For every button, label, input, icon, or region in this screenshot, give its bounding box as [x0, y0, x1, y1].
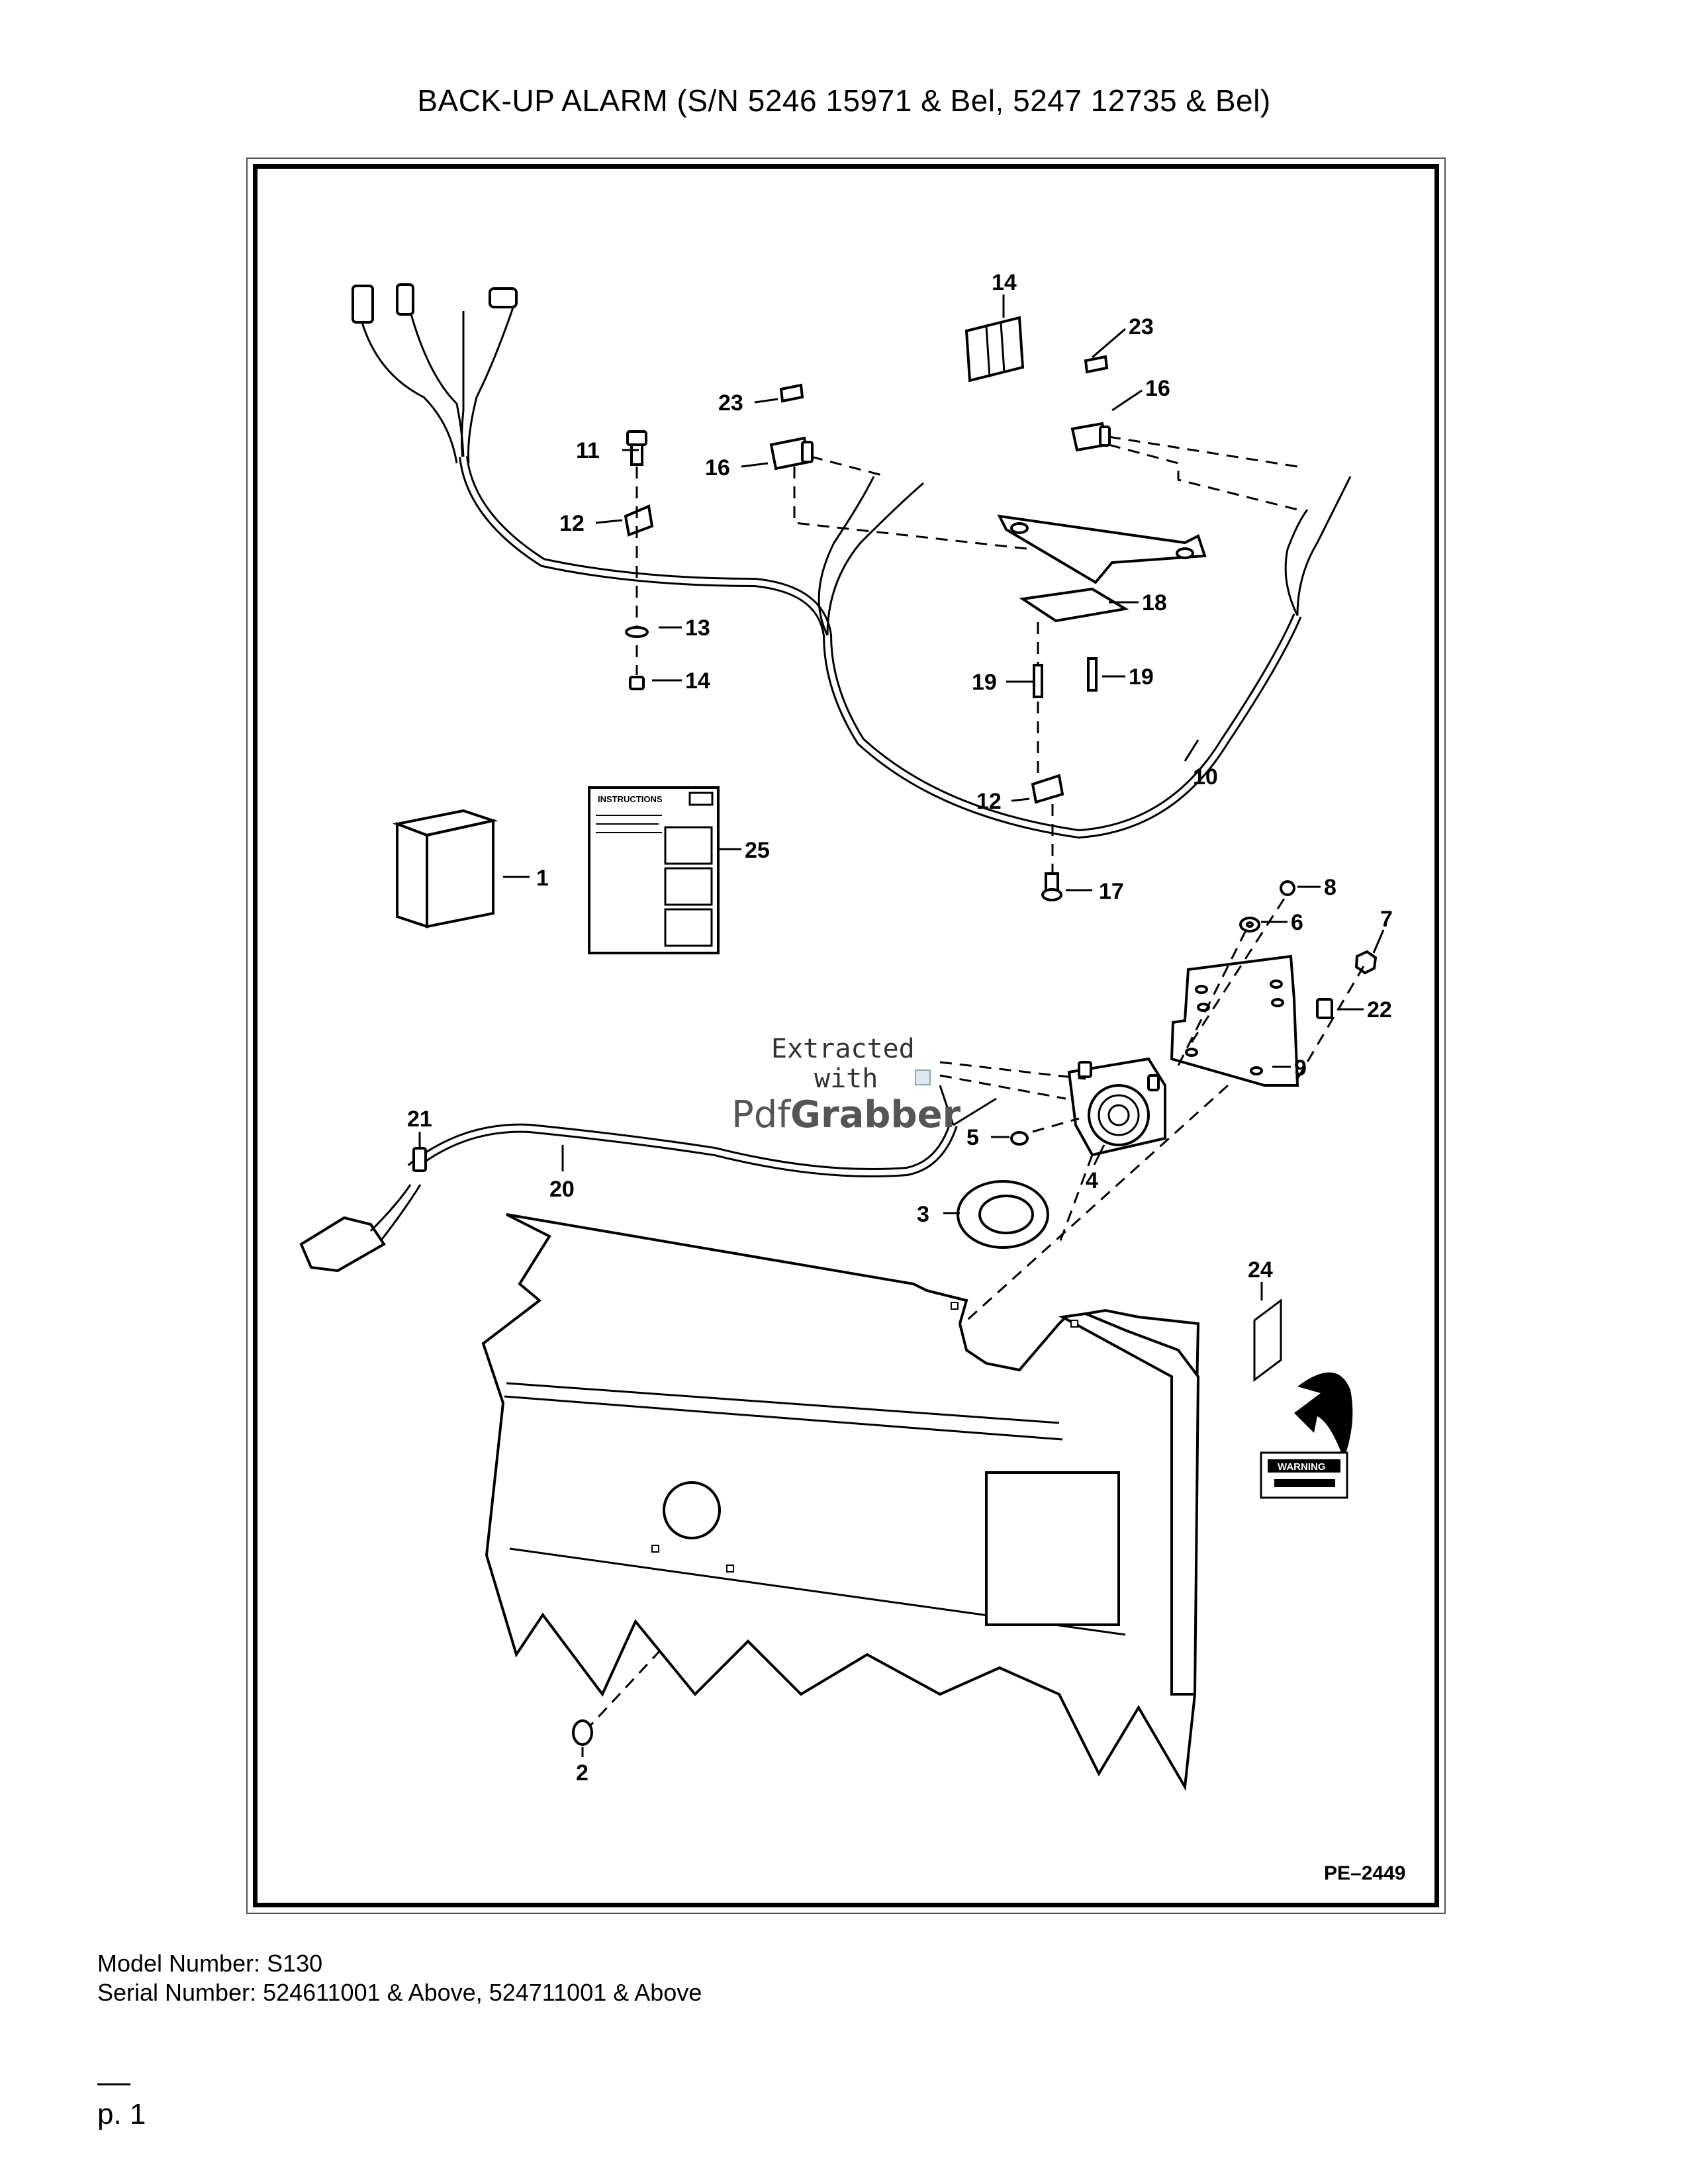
- harness-connector-c: [489, 287, 518, 308]
- machine-rear-panel: [481, 1213, 1200, 1792]
- watermark-extracted: Extracted: [771, 1034, 915, 1064]
- callout-19-right: 19: [1129, 664, 1154, 690]
- callout-12-top: 12: [559, 511, 585, 536]
- callout-11: 11: [576, 438, 600, 463]
- page-title: BACK-UP ALARM (S/N 5246 15971 & Bel, 524…: [417, 83, 1271, 118]
- assembly-guide-lines: [581, 893, 1365, 1735]
- clip-parts: [769, 316, 1298, 551]
- diagram-frame: [246, 158, 1446, 1914]
- callout-5: 5: [966, 1125, 979, 1150]
- alarm-bracket-9: [1170, 954, 1299, 1087]
- instructions-card: INSTRUCTIONS: [588, 786, 720, 954]
- callout-16-left: 16: [705, 455, 730, 480]
- callout-8: 8: [1324, 875, 1336, 900]
- callout-23-right: 23: [1129, 314, 1154, 340]
- watermark-logo-icon: [915, 1069, 931, 1085]
- page-number: p. 1: [97, 2098, 146, 2130]
- warning-decal: WARNING: [1253, 1298, 1353, 1499]
- screw-5: [1010, 1131, 1029, 1146]
- box-item-1: [392, 809, 498, 929]
- callout-10: 10: [1193, 764, 1218, 790]
- diagram-frame-border: [253, 164, 1439, 1907]
- warning-decal-heading: WARNING: [1278, 1461, 1326, 1473]
- model-number: Model Number: S130: [97, 1950, 323, 1977]
- callout-22: 22: [1367, 997, 1392, 1023]
- mount-bracket-18: [997, 514, 1207, 901]
- watermark-brand: PdfGrabber: [731, 1093, 961, 1136]
- callout-9: 9: [1294, 1056, 1307, 1081]
- callout-17: 17: [1099, 879, 1124, 904]
- callout-7: 7: [1380, 907, 1393, 932]
- callout-23-left: 23: [718, 390, 743, 416]
- callout-leaders: [418, 295, 1385, 1757]
- small-hardware: [1239, 880, 1378, 1019]
- callout-12-bottom: 12: [976, 789, 1002, 814]
- callout-19-left: 19: [972, 670, 997, 695]
- callout-1: 1: [536, 866, 549, 891]
- callout-numbers: 14 23 23 16 11 16 12 13 14 18 19 19 10 1…: [407, 270, 1393, 1786]
- page-number-rule: [97, 2083, 130, 2085]
- backup-alarm-4: [1067, 1057, 1166, 1157]
- pdfgrabber-watermark: Extracted with PdfGrabber: [731, 1034, 961, 1136]
- instructions-card-heading: INSTRUCTIONS: [598, 794, 663, 804]
- watermark-with: with: [814, 1064, 878, 1094]
- diagram-reference: PE–2449: [1324, 1862, 1405, 1884]
- callout-14: 14: [685, 668, 710, 694]
- callout-16-right: 16: [1145, 376, 1170, 401]
- callout-2: 2: [576, 1760, 588, 1786]
- callout-15: 14: [992, 270, 1017, 295]
- harness-connector-a: [352, 285, 374, 324]
- callout-21: 21: [407, 1107, 432, 1132]
- grommet-3: [957, 1180, 1049, 1249]
- harness-connector-b: [396, 283, 414, 316]
- wire-harness: [352, 283, 1352, 839]
- plug-item-2: [572, 1719, 593, 1746]
- callout-18: 18: [1142, 590, 1167, 615]
- callout-20: 20: [549, 1177, 575, 1202]
- callout-4: 4: [1086, 1168, 1098, 1193]
- callout-3: 3: [917, 1202, 929, 1227]
- alarm-harness-20: [299, 1085, 997, 1273]
- callout-6: 6: [1291, 910, 1303, 935]
- serial-number: Serial Number: 524611001 & Above, 524711…: [97, 1979, 702, 2006]
- callout-25: 25: [745, 838, 770, 863]
- callout-24: 24: [1248, 1257, 1273, 1283]
- callout-13: 13: [685, 615, 710, 641]
- fastener-stack-left: [624, 430, 654, 690]
